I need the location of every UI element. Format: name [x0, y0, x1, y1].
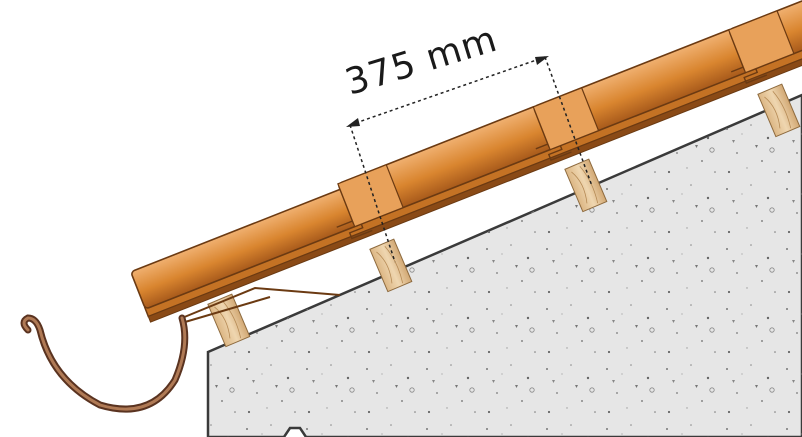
timber-battens — [207, 83, 801, 348]
batten — [207, 293, 251, 348]
roof-tiles — [131, 0, 802, 323]
roof-tile — [727, 0, 802, 74]
roof-tile — [532, 28, 768, 151]
concrete-slab — [206, 93, 802, 437]
dimension-arrow-left — [346, 118, 360, 127]
dimension-extension-left — [349, 124, 396, 263]
batten — [369, 238, 413, 293]
dimension-line — [349, 56, 546, 126]
dimension-arrow-right — [535, 56, 549, 65]
gutter — [20, 314, 189, 413]
dimension-label: 375 mm — [341, 19, 502, 104]
eave-support-brackets — [181, 286, 341, 323]
dimension-extension-right — [544, 56, 593, 187]
batten — [757, 83, 801, 138]
dimension-indicator — [346, 56, 593, 263]
roof-tile — [337, 105, 572, 228]
